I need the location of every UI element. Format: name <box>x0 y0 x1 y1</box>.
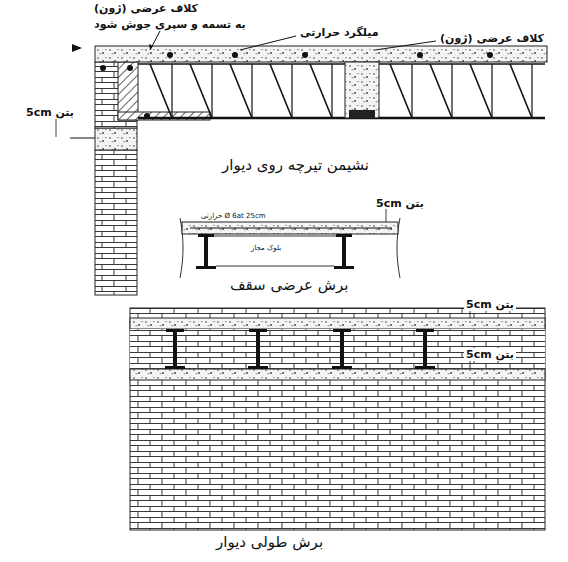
dimension-label: بتن 5cm <box>374 197 426 210</box>
note-label: کلاف عرضی (ژون) <box>92 2 200 15</box>
note-label: به تسمه و سپری جوش شود <box>92 18 248 31</box>
wall-longitudinal-section <box>130 308 545 530</box>
rebar-note: Ø 6at 25cm حرارتی <box>200 212 267 220</box>
section-title: برش عرضی سقف <box>228 276 350 294</box>
dimension-label: بتن 5cm <box>464 348 516 361</box>
callout-label: میلگرد حرارتی <box>298 26 381 39</box>
dimension-label: بتن 5cm <box>464 298 516 311</box>
section-title: برش طولی دیوار <box>214 533 325 551</box>
dimension-label: بتن 5cm <box>24 106 76 119</box>
detail-title: نشیمن تیرچه روی دیوار <box>220 156 371 174</box>
part-label: بلوک مجاز <box>250 244 282 252</box>
callout-label: کلاف عرضی (ژون) <box>438 32 546 45</box>
joist-seat-detail <box>56 31 547 295</box>
slab-cross-section <box>180 209 400 278</box>
